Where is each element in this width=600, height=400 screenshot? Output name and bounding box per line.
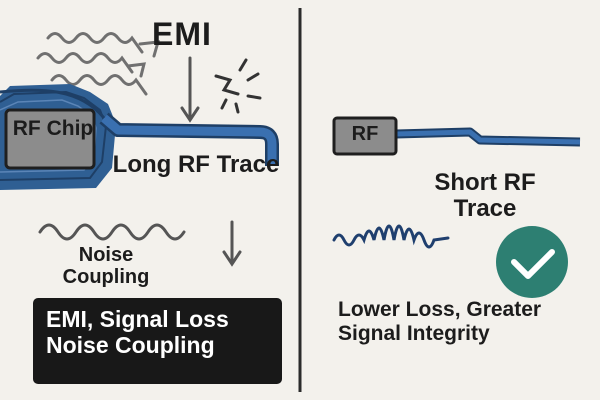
- problems-box: [33, 298, 282, 384]
- arrow-down-icon: [180, 56, 200, 123]
- spark-icon: [214, 58, 262, 114]
- rf-chip-large: [4, 108, 96, 170]
- long-rf-trace: [0, 88, 279, 166]
- signal-wave-icon: [332, 224, 450, 249]
- problems-box-text: EMI, Signal Loss Noise Coupling: [46, 306, 229, 359]
- rf-chip-label: RF Chip: [12, 117, 94, 140]
- check-icon: [496, 226, 568, 298]
- long-trace-label: Long RF Trace: [112, 151, 280, 178]
- rf-chip-small: [332, 116, 398, 156]
- noise-wave-icon: [38, 223, 186, 241]
- emi-wave-icon: [36, 32, 161, 96]
- noise-arrow-down-icon: [222, 220, 242, 267]
- short-rf-trace: [395, 127, 581, 147]
- noise-coupling-label: Noise Coupling: [62, 244, 150, 289]
- short-trace-label: Short RF Trace: [434, 169, 536, 223]
- benefit-label: Lower Loss, Greater Signal Integrity: [338, 298, 542, 345]
- rf-small-label: RF: [351, 123, 379, 145]
- emi-label: EMI: [152, 16, 212, 52]
